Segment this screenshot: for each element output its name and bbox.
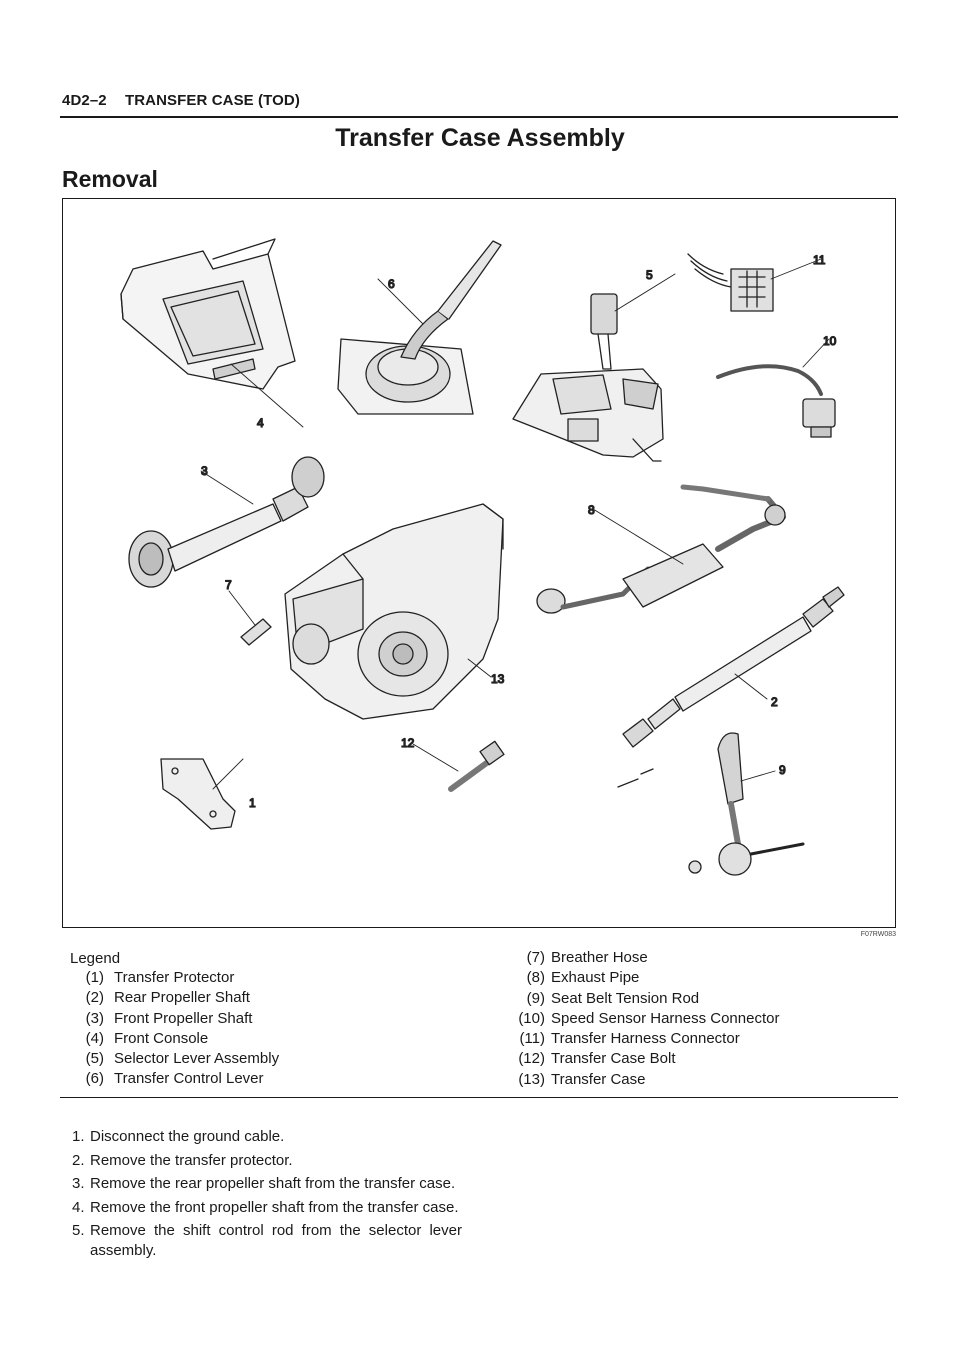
procedure-steps: 1. Disconnect the ground cable. 2. Remove …: [72, 1127, 462, 1265]
exhaust-pipe-drawing: [536, 484, 786, 614]
step-text: Remove the rear propeller shaft from the…: [90, 1175, 456, 1193]
section-divider: [60, 1097, 898, 1098]
legend-label: Breather Hose: [551, 949, 648, 966]
section-subtitle: Removal: [62, 166, 158, 192]
parts-illustration: 1 2 3 4 5 6 7 8 9 10 11 12 13: [120, 238, 845, 876]
legend-label: Transfer Control Lever: [114, 1070, 264, 1088]
exploded-parts-figure: 1 2 3 4 5 6 7 8 9 10 11 12 13: [62, 198, 896, 928]
procedure-step: 1. Disconnect the ground cable.: [72, 1127, 462, 1147]
legend-item: (4) Front Console: [80, 1029, 279, 1049]
legend-number: (13): [518, 1070, 545, 1088]
legend-item: (1) Transfer Protector: [80, 968, 279, 988]
step-number: 1.: [72, 1128, 85, 1145]
legend-item: (3) Front Propeller Shaft: [80, 1009, 279, 1029]
step-text: Remove the shift control rod from the se…: [90, 1222, 462, 1259]
legend-number: (11): [519, 1030, 545, 1048]
transfer-case-bolt-drawing: [448, 740, 505, 792]
step-text: Remove the transfer protector.: [90, 1151, 293, 1169]
callout-9: 9: [779, 763, 786, 777]
procedure-step: 2. Remove the transfer protector.: [72, 1151, 462, 1171]
speed-sensor-connector-drawing: [716, 364, 836, 438]
legend-item: (13) Transfer Case: [497, 1070, 779, 1090]
legend-number: (7): [526, 949, 545, 966]
legend-item: (2) Rear Propeller Shaft: [80, 988, 279, 1008]
front-propeller-shaft-drawing: [128, 456, 325, 588]
callout-12: 12: [401, 736, 415, 750]
legend-number: (1): [85, 969, 104, 986]
legend-label: Front Propeller Shaft: [114, 1009, 253, 1027]
chapter-title: TRANSFER CASE (TOD): [124, 92, 300, 109]
step-number: 3.: [72, 1175, 85, 1193]
page-header: 4D2–2 TRANSFER CASE (TOD): [62, 92, 300, 109]
legend-number: (6): [85, 1070, 104, 1088]
callout-8: 8: [588, 503, 595, 517]
transfer-harness-connector-drawing: [687, 253, 774, 312]
procedure-step: 4. Remove the front propeller shaft from …: [72, 1198, 462, 1218]
legend-number: (4): [85, 1029, 104, 1047]
section-number: 4D2–2: [62, 92, 107, 109]
transfer-case-drawing: [284, 503, 504, 720]
callout-labels: 1 2 3 4 5 6 7 8 9 10 11 12 13: [200, 252, 837, 810]
legend-number: (5): [85, 1050, 104, 1068]
legend-label: Rear Propeller Shaft: [114, 989, 250, 1007]
procedure-step: 5. Remove the shift control rod from the …: [72, 1221, 462, 1260]
legend-label: Front Console: [114, 1029, 209, 1047]
legend-label: Transfer Harness Connector: [551, 1030, 740, 1048]
legend-item: (6) Transfer Control Lever: [80, 1069, 279, 1089]
callout-2: 2: [771, 695, 778, 709]
legend-item: (10) Speed Sensor Harness Connector: [497, 1009, 779, 1029]
legend-label: Transfer Case: [551, 1070, 646, 1088]
legend-column-right: (7) Breather Hose (8) Exhaust Pipe (9) Seat…: [497, 948, 779, 1090]
callout-1: 1: [249, 796, 256, 810]
rear-propeller-shaft-drawing: [622, 586, 845, 748]
legend-item: (7) Breather Hose: [497, 948, 779, 968]
legend-item: (9) Seat Belt Tension Rod: [497, 989, 779, 1009]
legend-item: (11) Transfer Harness Connector: [497, 1029, 779, 1049]
callout-4: 4: [257, 416, 264, 430]
transfer-control-lever-drawing: [337, 240, 502, 415]
step-number: 5.: [72, 1222, 85, 1240]
selector-lever-drawing: [512, 293, 664, 462]
legend-item: (5) Selector Lever Assembly: [80, 1049, 279, 1069]
legend-item: (8) Exhaust Pipe: [497, 968, 779, 988]
callout-3: 3: [201, 464, 208, 478]
legend-number: (12): [518, 1050, 545, 1068]
legend-number: (2): [85, 989, 104, 1007]
step-text: Disconnect the ground cable.: [90, 1128, 285, 1145]
legend-item: (12) Transfer Case Bolt: [497, 1049, 779, 1069]
legend-heading: Legend: [70, 950, 121, 967]
legend-number: (9): [526, 989, 545, 1007]
callout-7: 7: [225, 578, 232, 592]
page-title: Transfer Case Assembly: [335, 124, 625, 152]
legend-label: Transfer Case Bolt: [551, 1050, 676, 1068]
legend-number: (8): [526, 969, 545, 987]
legend-label: Selector Lever Assembly: [114, 1050, 280, 1068]
legend-number: (10): [518, 1009, 545, 1027]
legend-label: Speed Sensor Harness Connector: [551, 1009, 780, 1027]
callout-13: 13: [491, 672, 505, 686]
legend-label: Exhaust Pipe: [551, 969, 640, 987]
header-rule: [60, 116, 898, 118]
seat-belt-tension-rod-drawing: [617, 732, 805, 876]
breather-hose-drawing: [240, 618, 272, 646]
callout-leaders: [200, 258, 830, 790]
legend-column-left: (1) Transfer Protector (2) Rear Propeller …: [80, 968, 279, 1090]
callout-6: 6: [388, 277, 395, 291]
callout-10: 10: [823, 334, 837, 348]
callout-11: 11: [813, 253, 826, 267]
callout-5: 5: [646, 268, 653, 282]
procedure-step: 3. Remove the rear propeller shaft from t…: [72, 1174, 462, 1194]
step-number: 4.: [72, 1198, 85, 1216]
transfer-protector-drawing: [160, 758, 236, 830]
step-number: 2.: [72, 1151, 85, 1169]
step-text: Remove the front propeller shaft from th…: [90, 1198, 459, 1216]
front-console-drawing: [120, 238, 296, 390]
legend-label: Transfer Protector: [114, 969, 235, 986]
legend-number: (3): [85, 1009, 104, 1027]
figure-code: F07RW083: [860, 931, 896, 938]
legend-label: Seat Belt Tension Rod: [551, 989, 700, 1007]
